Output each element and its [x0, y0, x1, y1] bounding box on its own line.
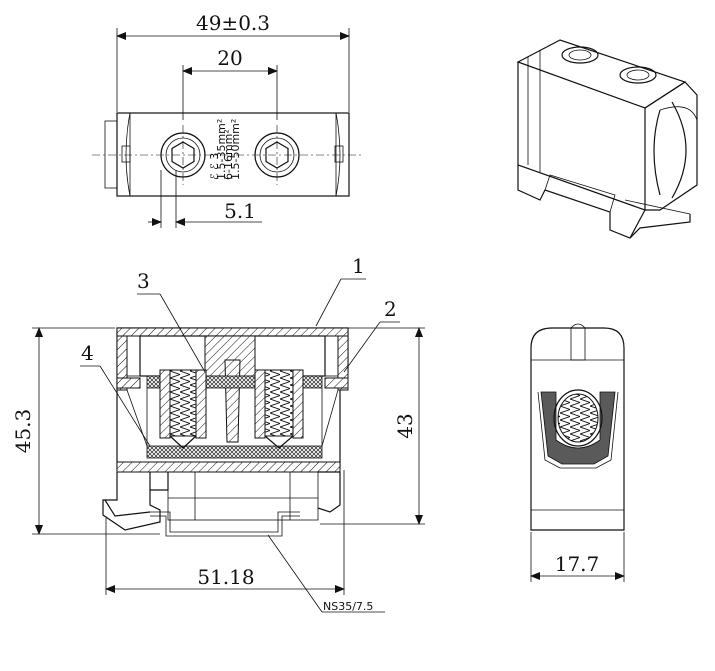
label-line-2: 1.5-35mm² — [215, 119, 228, 180]
callout-3: 3 — [137, 269, 150, 293]
side-view: 17.7 — [530, 323, 625, 582]
callout-1: 1 — [352, 254, 365, 278]
screw-section-left — [159, 369, 207, 449]
callout-4: 4 — [81, 341, 94, 365]
din-rail — [150, 511, 300, 533]
side-clamp-shadow — [540, 391, 616, 465]
isometric-view — [516, 39, 698, 239]
dim-screw-offset: 5.1 — [224, 199, 256, 223]
dim-top-width: 49±0.3 — [196, 11, 270, 35]
dim-total-height: 45.3 — [11, 409, 35, 454]
label-line-3: 6-16mm² — [222, 129, 235, 180]
dim-inner-height: 43 — [393, 413, 417, 438]
dim-side-width: 17.7 — [555, 552, 600, 576]
screw-head-right — [254, 125, 300, 185]
label-line-1: ℰ ℰ 3 — [208, 153, 221, 180]
screw-section-right — [254, 369, 304, 449]
top-view: 49±0.3 20 ℰ ℰ 3 — [92, 11, 362, 228]
rail-label: NS35/7.5 — [323, 600, 373, 613]
product-label: ℰ ℰ 3 1.5-35mm² 6-16mm² 1.5-50mm² — [208, 119, 242, 180]
dim-screw-spacing: 20 — [217, 46, 242, 70]
dim-base-width: 51.18 — [197, 565, 254, 589]
screw-head-left — [160, 125, 206, 185]
label-line-4: 1.5-50mm² — [229, 119, 242, 180]
front-section-view: 45.3 43 — [11, 254, 425, 613]
callout-2: 2 — [384, 297, 397, 321]
